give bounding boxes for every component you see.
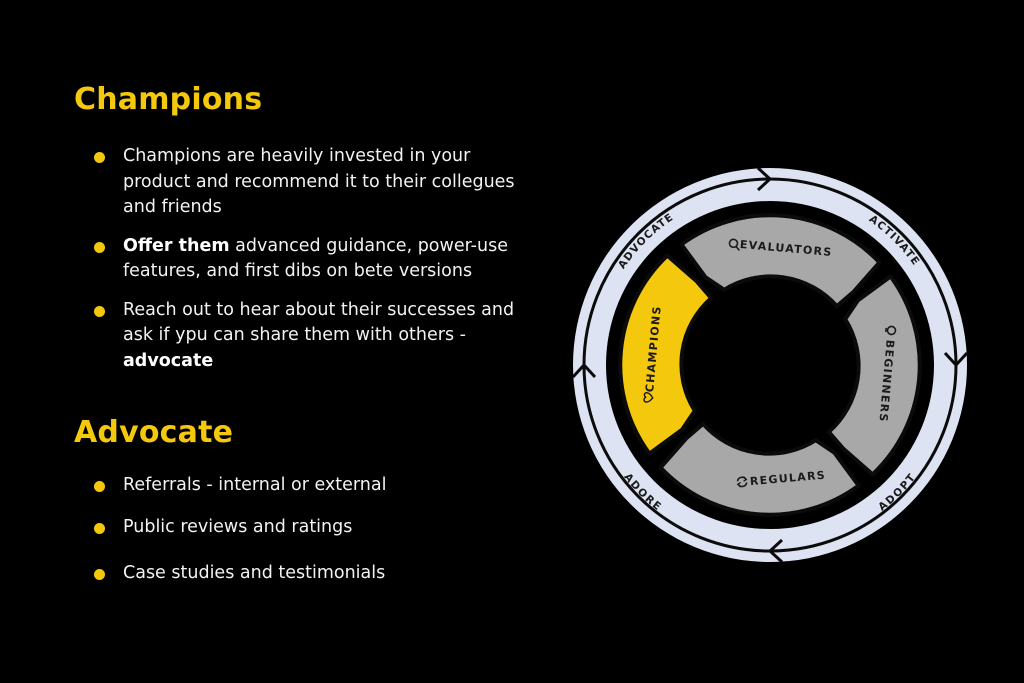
bullet-dot-icon (94, 305, 105, 317)
refresh-icon (736, 476, 748, 488)
segment-regulars (658, 421, 861, 517)
customer-lifecycle-diagram: ACTIVATE ADVOCATE ADOPT ADORE EVALUATORS… (571, 166, 969, 564)
arrow-left-icon (571, 362, 597, 379)
bullet-dot-icon (94, 241, 105, 253)
champions-heading: Champions (74, 82, 263, 117)
segment-champions (618, 253, 714, 456)
lightbulb-icon (885, 325, 897, 336)
bullet-dot-icon (94, 152, 105, 163)
cycle-segments (618, 213, 922, 517)
bullet-dot-icon (94, 522, 105, 534)
list-item: Champions are heavily invested in your p… (92, 144, 532, 221)
arrow-right-icon (943, 351, 969, 368)
advocate-bullet-list: Referrals - internal or external Public … (92, 473, 532, 587)
arrow-bottom-icon (767, 538, 784, 564)
list-item: Public reviews and ratings (92, 515, 532, 541)
list-item: Reach out to hear about their successes … (92, 298, 532, 375)
champions-bullet-list: Champions are heavily invested in your p… (92, 144, 532, 387)
segment-beginners (826, 274, 922, 477)
list-item: Referrals - internal or external (92, 473, 532, 499)
list-item: Case studies and testimonials (92, 561, 532, 587)
list-item: Offer them advanced guidance, power-use … (92, 234, 532, 285)
segment-evaluators (679, 213, 882, 309)
magnifier-icon (728, 238, 740, 251)
bullet-dot-icon (94, 481, 105, 492)
ring-arrows (571, 166, 969, 564)
center-hole (684, 279, 856, 451)
advocate-heading: Advocate (74, 415, 234, 450)
bullet-dot-icon (94, 569, 105, 580)
arrow-top-icon (756, 166, 773, 192)
